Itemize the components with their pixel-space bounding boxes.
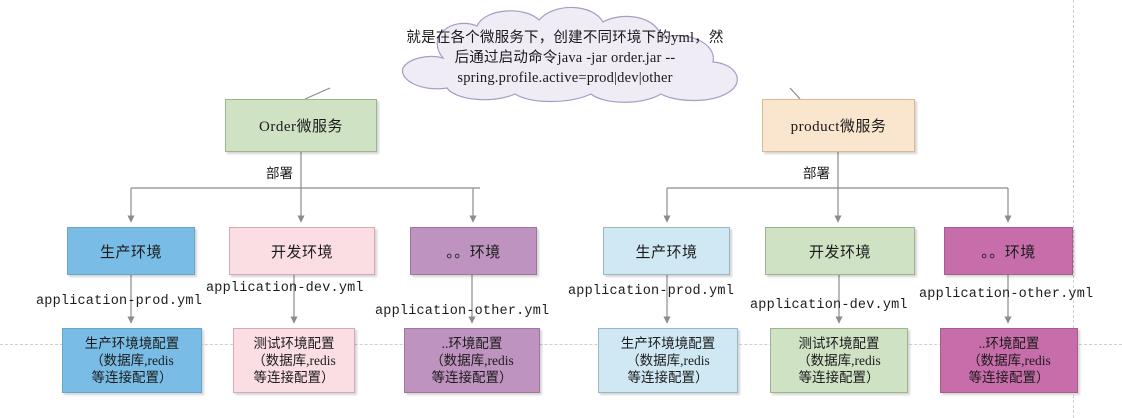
- config-node-product-other[interactable]: ..环境配置 （数据库,redis 等连接配置）: [940, 328, 1078, 393]
- config-node-product-prod[interactable]: 生产环境境配置 （数据库,redis 等连接配置）: [598, 328, 738, 393]
- yml-label-product-dev: application-dev.yml: [750, 298, 908, 313]
- config-node-order-prod[interactable]: 生产环境境配置 （数据库,redis 等连接配置）: [62, 328, 202, 393]
- vertical-guide-line: [1073, 0, 1074, 418]
- yml-label-order-dev: application-dev.yml: [206, 281, 364, 296]
- deploy-label-order: 部署: [266, 166, 293, 181]
- deploy-label-product: 部署: [803, 166, 830, 181]
- config-node-product-other-label: ..环境配置 （数据库,redis 等连接配置）: [967, 336, 1051, 385]
- service-node-product-label: product微服务: [790, 119, 887, 135]
- config-node-product-prod-label: 生产环境境配置 （数据库,redis 等连接配置）: [620, 336, 716, 385]
- service-node-order[interactable]: Order微服务: [225, 99, 377, 152]
- env-node-order-prod[interactable]: 生产环境: [67, 227, 195, 275]
- service-node-product[interactable]: product微服务: [762, 99, 915, 152]
- config-node-product-dev[interactable]: 测试环境配置 （数据库,redis 等连接配置）: [770, 328, 908, 393]
- yml-label-product-other: application-other.yml: [919, 287, 1094, 302]
- env-node-order-other[interactable]: 。。环境: [410, 227, 537, 275]
- cloud-callout: 就是在各个微服务下，创建不同环境下的yml，然 后通过启动命令java -jar…: [325, 6, 805, 104]
- config-node-order-dev[interactable]: 测试环境配置 （数据库,redis 等连接配置）: [233, 328, 355, 393]
- env-node-product-prod[interactable]: 生产环境: [603, 227, 730, 275]
- env-node-product-other-label: 。。环境: [981, 244, 1036, 261]
- yml-label-product-prod: application-prod.yml: [568, 284, 735, 299]
- env-node-product-other[interactable]: 。。环境: [944, 227, 1073, 275]
- env-node-order-other-label: 。。环境: [446, 244, 501, 261]
- horizontal-guide-line: [0, 344, 1122, 345]
- env-node-order-dev-label: 开发环境: [270, 244, 333, 261]
- service-node-order-label: Order微服务: [259, 119, 343, 135]
- cloud-text: 就是在各个微服务下，创建不同环境下的yml，然 后通过启动命令java -jar…: [406, 30, 724, 86]
- env-node-product-dev[interactable]: 开发环境: [765, 227, 915, 275]
- config-node-order-prod-label: 生产环境境配置 （数据库,redis 等连接配置）: [84, 336, 180, 385]
- yml-label-order-other: application-other.yml: [375, 304, 550, 319]
- env-node-product-dev-label: 开发环境: [808, 244, 871, 261]
- config-node-product-dev-label: 测试环境配置 （数据库,redis 等连接配置）: [797, 336, 881, 385]
- config-node-order-other-label: ..环境配置 （数据库,redis 等连接配置）: [430, 336, 514, 385]
- env-node-product-prod-label: 生产环境: [635, 244, 698, 261]
- env-node-order-dev[interactable]: 开发环境: [229, 227, 375, 275]
- config-node-order-other[interactable]: ..环境配置 （数据库,redis 等连接配置）: [404, 328, 540, 393]
- config-node-order-dev-label: 测试环境配置 （数据库,redis 等连接配置）: [252, 336, 336, 385]
- env-node-order-prod-label: 生产环境: [99, 244, 162, 261]
- yml-label-order-prod: application-prod.yml: [36, 294, 203, 309]
